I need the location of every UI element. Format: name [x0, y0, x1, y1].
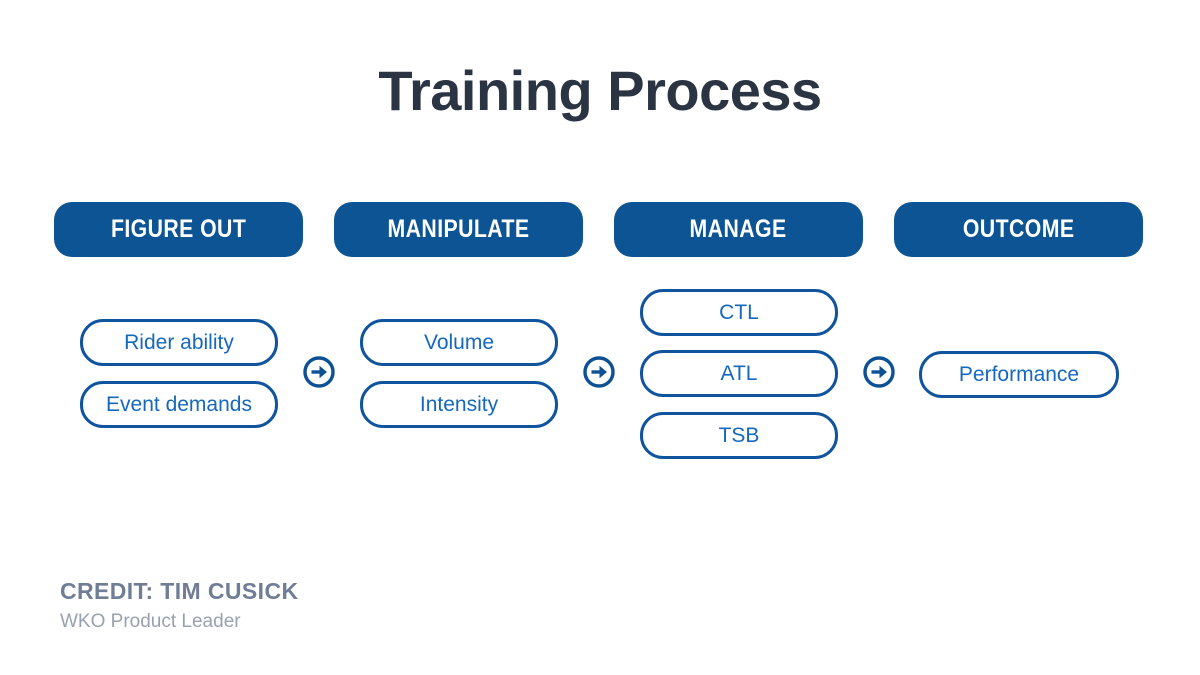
item-pill-rider-ability: Rider ability — [80, 319, 278, 366]
credit-subtitle: WKO Product Leader — [60, 611, 241, 632]
item-pill-tsb: TSB — [640, 412, 838, 459]
column-header-label: MANIPULATE — [387, 215, 530, 243]
column-header-manipulate: MANIPULATE — [334, 202, 583, 257]
arrow-right-circle-icon — [303, 356, 335, 388]
item-pill-event-demands: Event demands — [80, 381, 278, 428]
column-header-label: MANAGE — [689, 215, 787, 243]
page-title: Training Process — [378, 59, 822, 122]
arrow-right-circle-icon — [583, 356, 615, 388]
column-header-figure-out: FIGURE OUT — [54, 202, 303, 257]
item-pill-atl: ATL — [640, 350, 838, 397]
arrow-right-circle-icon — [863, 356, 895, 388]
column-header-label: FIGURE OUT — [110, 215, 247, 243]
credit-label: CREDIT: TIM CUSICK — [60, 578, 299, 604]
column-header-outcome: OUTCOME — [894, 202, 1143, 257]
column-header-label: OUTCOME — [962, 215, 1075, 243]
item-pill-volume: Volume — [360, 319, 558, 366]
item-pill-ctl: CTL — [640, 289, 838, 336]
item-pill-intensity: Intensity — [360, 381, 558, 428]
item-pill-performance: Performance — [919, 351, 1119, 398]
column-header-manage: MANAGE — [614, 202, 863, 257]
